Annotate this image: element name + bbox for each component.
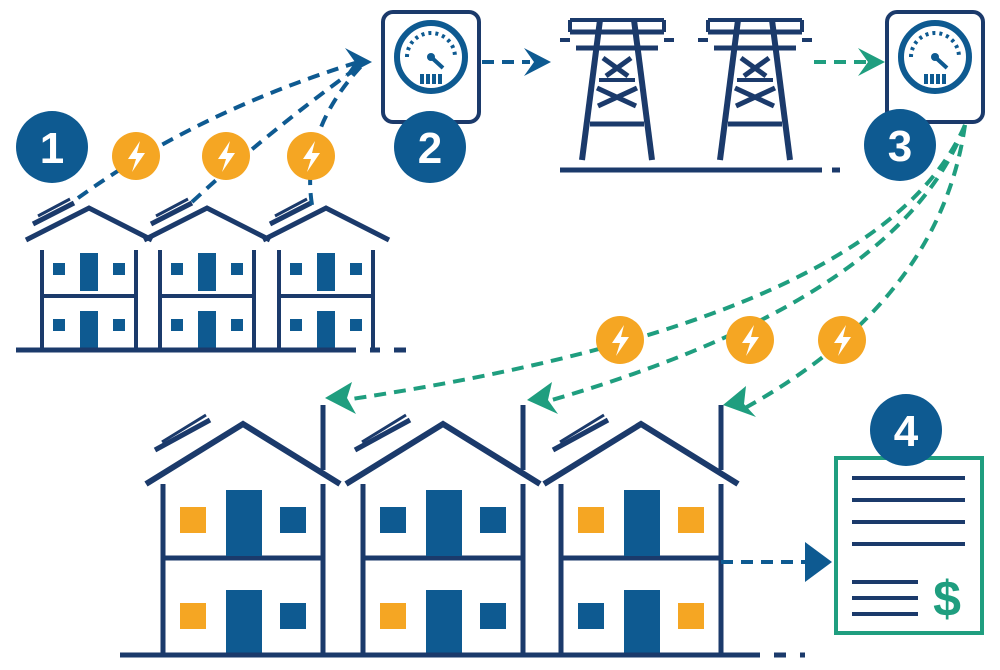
lightning-bolt-icon [287, 132, 335, 180]
arrow-head [723, 386, 756, 417]
house-icon [544, 424, 738, 655]
flow-lines-houses-to-meter [76, 58, 367, 206]
arrow-head [345, 48, 372, 76]
step-number: 1 [40, 124, 64, 173]
step-badge-1: 1 [16, 111, 88, 183]
house-icon [146, 424, 340, 655]
source-houses [16, 199, 410, 353]
arrow-head [858, 48, 885, 76]
subscriber-houses [120, 405, 805, 655]
house-icon [263, 199, 389, 350]
lightning-bolt-icon [202, 132, 250, 180]
house-icon [346, 424, 540, 655]
transmission-tower-icon [560, 20, 674, 160]
solar-panel-icon [353, 417, 412, 453]
house-icon [144, 199, 270, 350]
solar-panel-icon [551, 417, 610, 453]
step-number: 3 [888, 122, 912, 171]
flow-lines-meter-to-houses [344, 124, 967, 410]
arrow-head [527, 382, 558, 414]
step-number: 2 [418, 124, 442, 173]
step-badge-2: 2 [394, 111, 466, 183]
electric-meter-icon [887, 12, 983, 122]
arrow-head [524, 48, 551, 76]
dollar-sign: $ [933, 571, 961, 627]
step-badge-4: 4 [870, 394, 942, 466]
arrow-head [805, 542, 832, 582]
arrow-head [325, 382, 356, 414]
step-number: 4 [894, 407, 919, 456]
bill-document-icon: $ [834, 456, 984, 635]
lightning-bolt-icon [726, 316, 774, 364]
step-badge-3: 3 [864, 109, 936, 181]
house-icon [26, 199, 152, 350]
transmission-tower-icon [698, 20, 812, 160]
lightning-bolt-icon [112, 132, 160, 180]
solar-panel-icon [153, 417, 212, 453]
lightning-bolt-icon [596, 316, 644, 364]
lightning-bolt-icon [818, 316, 866, 364]
electric-meter-icon [383, 12, 479, 122]
